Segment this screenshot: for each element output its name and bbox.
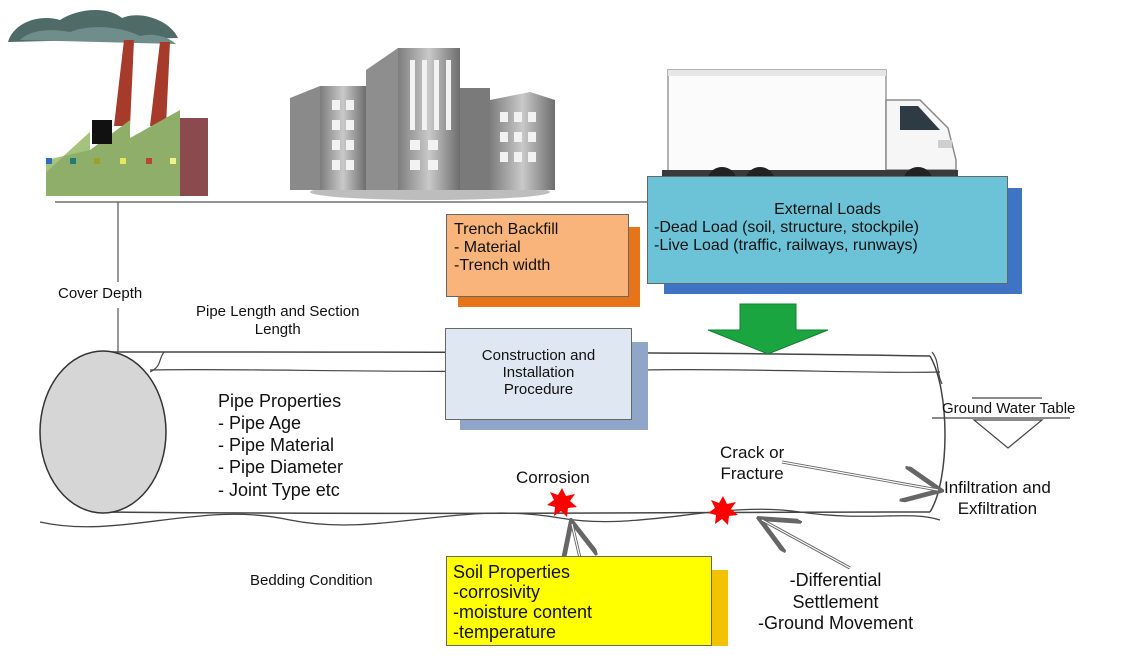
- bedding-condition-label: Bedding Condition: [250, 572, 373, 589]
- settlement-line: -Differential: [789, 570, 882, 590]
- soil-properties-item: -moisture content: [453, 602, 593, 623]
- settlement-label: -Differential Settlement -Ground Movemen…: [758, 570, 913, 635]
- ground-water-table-label: Ground Water Table: [942, 400, 1076, 417]
- construction-line: Procedure: [503, 381, 574, 398]
- soil-properties-item: -corrosivity: [453, 582, 541, 603]
- corrosion-star-icon: [547, 488, 577, 517]
- pipe-length-label: Pipe Length and Section Length: [196, 303, 359, 340]
- settlement-arrow-inner: [761, 519, 851, 569]
- construction-line: Construction and: [481, 347, 596, 364]
- delivery-truck-icon: [662, 69, 958, 197]
- pipe-end-cross-section: [39, 350, 167, 514]
- factory-icon: [8, 9, 208, 196]
- external-loads-item: -Dead Load (soil, structure, stockpile): [654, 219, 919, 236]
- settlement-line: Settlement: [792, 591, 879, 612]
- soil-properties-title: Soil Properties: [453, 562, 571, 582]
- pipe-length-line: Pipe Length and Section: [196, 303, 360, 320]
- soil-properties-item: -temperature: [453, 622, 557, 643]
- infiltration-line: Exfiltration: [957, 498, 1038, 518]
- trench-backfill-title: Trench Backfill: [454, 221, 559, 238]
- crack-fracture-label: Crack or Fracture: [720, 443, 784, 484]
- pipe-property-item: - Pipe Diameter: [218, 457, 344, 478]
- cover-depth-label: Cover Depth: [58, 285, 143, 302]
- infiltration-arrow-inner: [781, 461, 939, 491]
- trench-backfill-box: Trench Backfill - Material -Trench width: [446, 214, 629, 297]
- city-buildings-icon: [290, 48, 555, 200]
- soil-properties-box: Soil Properties -corrosivity -moisture c…: [446, 556, 712, 646]
- pipe-length-line: Length: [254, 321, 301, 339]
- settlement-line: -Ground Movement: [758, 613, 914, 634]
- construction-line: Installation: [502, 364, 575, 381]
- construction-box: Construction and Installation Procedure: [445, 328, 632, 420]
- pipe-property-item: - Joint Type etc: [218, 479, 340, 500]
- external-loads-item: -Live Load (traffic, railways, runways): [654, 237, 918, 254]
- ground-water-table-symbol: [932, 397, 1070, 449]
- pipe-properties-list: Pipe Properties - Pipe Age - Pipe Materi…: [218, 390, 343, 501]
- pipe-property-item: - Pipe Material: [218, 435, 335, 456]
- soil-arrow-inner: [571, 523, 581, 559]
- fracture-star-icon: [708, 496, 738, 525]
- external-loads-title: External Loads: [774, 201, 881, 218]
- infiltration-exfiltration-label: Infiltration and Exfiltration: [944, 478, 1051, 519]
- pipe-properties-title: Pipe Properties: [218, 391, 342, 411]
- pipe-property-item: - Pipe Age: [218, 413, 302, 434]
- external-loads-box: External Loads -Dead Load (soil, structu…: [647, 176, 1008, 284]
- load-arrow-icon: [707, 303, 829, 355]
- corrosion-label: Corrosion: [516, 468, 590, 487]
- crack-line: Crack or: [720, 443, 785, 462]
- trench-backfill-item: - Material: [454, 239, 521, 256]
- crack-line: Fracture: [720, 463, 784, 483]
- trench-backfill-item: -Trench width: [454, 257, 551, 274]
- infiltration-line: Infiltration and: [944, 478, 1051, 497]
